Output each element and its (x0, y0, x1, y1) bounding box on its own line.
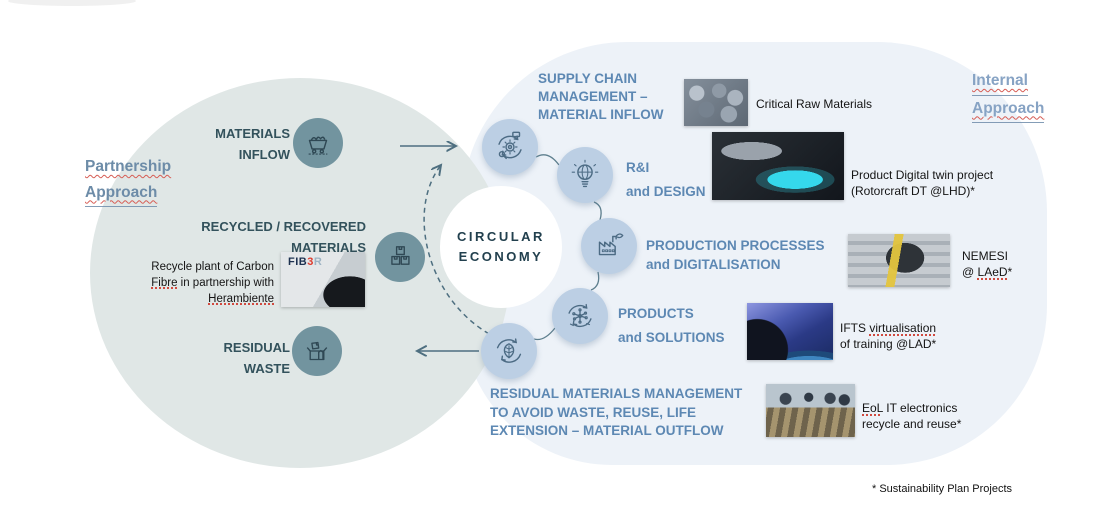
recycle-plant-note: Recycle plant of Carbon Fibre in partner… (151, 261, 274, 305)
stacked-boxes-icon (383, 240, 417, 274)
circular-economy-title: CIRCULAR ECONOMY (457, 228, 545, 264)
critical-raw-materials-label: Critical Raw Materials (756, 97, 873, 111)
partnership-heading-line2: Approach (85, 180, 158, 208)
ifts-photo (747, 303, 833, 360)
residual-management-node (481, 323, 537, 379)
ifts-label: IFTS virtualisation of training @LAD* (840, 321, 937, 352)
supply-chain-cycle-icon (491, 128, 529, 166)
products-heading: PRODUCTS and SOLUTIONS (618, 306, 725, 345)
partnership-approach-heading: Partnership Approach (85, 154, 225, 208)
nemesi-label: NEMESI @ LAeD* (962, 249, 1013, 280)
fib3r-logo: FIB3R (288, 256, 323, 268)
materials-inflow-node (293, 118, 343, 168)
internal-heading-line1: Internal (972, 68, 1028, 96)
products-network-icon (561, 297, 599, 335)
fib3r-plant-photo: FIB3R (281, 252, 365, 307)
circular-economy-hub: CIRCULAR ECONOMY (440, 186, 562, 308)
residual-waste-label: RESIDUAL WASTE (223, 340, 290, 376)
page-edge-artifact (8, 0, 136, 6)
leaf-recycle-icon (490, 332, 528, 370)
nemesi-photo (848, 234, 950, 287)
innovation-bulb-icon (566, 156, 604, 194)
rni-design-heading: R&I and DESIGN (626, 160, 706, 199)
partnership-heading-line1: Partnership (85, 158, 172, 175)
products-node (552, 288, 608, 344)
factory-leaf-icon (590, 227, 628, 265)
digital-twin-photo (712, 132, 844, 200)
sustainability-footnote: * Sustainability Plan Projects (872, 483, 1013, 495)
mine-cart-icon (301, 126, 335, 160)
residual-management-heading: RESIDUAL MATERIALS MANAGEMENT TO AVOID W… (490, 386, 743, 439)
recycled-materials-node (375, 232, 425, 282)
waste-box-icon (300, 334, 334, 368)
critical-raw-materials-photo (684, 79, 748, 126)
production-heading: PRODUCTION PROCESSES and DIGITALISATION (646, 238, 825, 272)
residual-waste-node (292, 326, 342, 376)
digital-twin-label: Product Digital twin project (Rotorcraft… (851, 168, 994, 199)
eol-label: EoL IT electronics recycle and reuse* (862, 401, 962, 432)
rni-design-node (557, 147, 613, 203)
recycled-materials-label: RECYCLED / RECOVERED MATERIALS (201, 219, 366, 255)
supply-chain-node (482, 119, 538, 175)
internal-heading-line2: Approach (972, 96, 1045, 124)
production-node (581, 218, 637, 274)
eol-photo (766, 384, 855, 437)
supply-chain-heading: SUPPLY CHAIN MANAGEMENT – MATERIAL INFLO… (538, 71, 664, 122)
internal-approach-heading: Internal Approach (972, 68, 1082, 124)
materials-inflow-label: MATERIALS INFLOW (215, 126, 290, 162)
